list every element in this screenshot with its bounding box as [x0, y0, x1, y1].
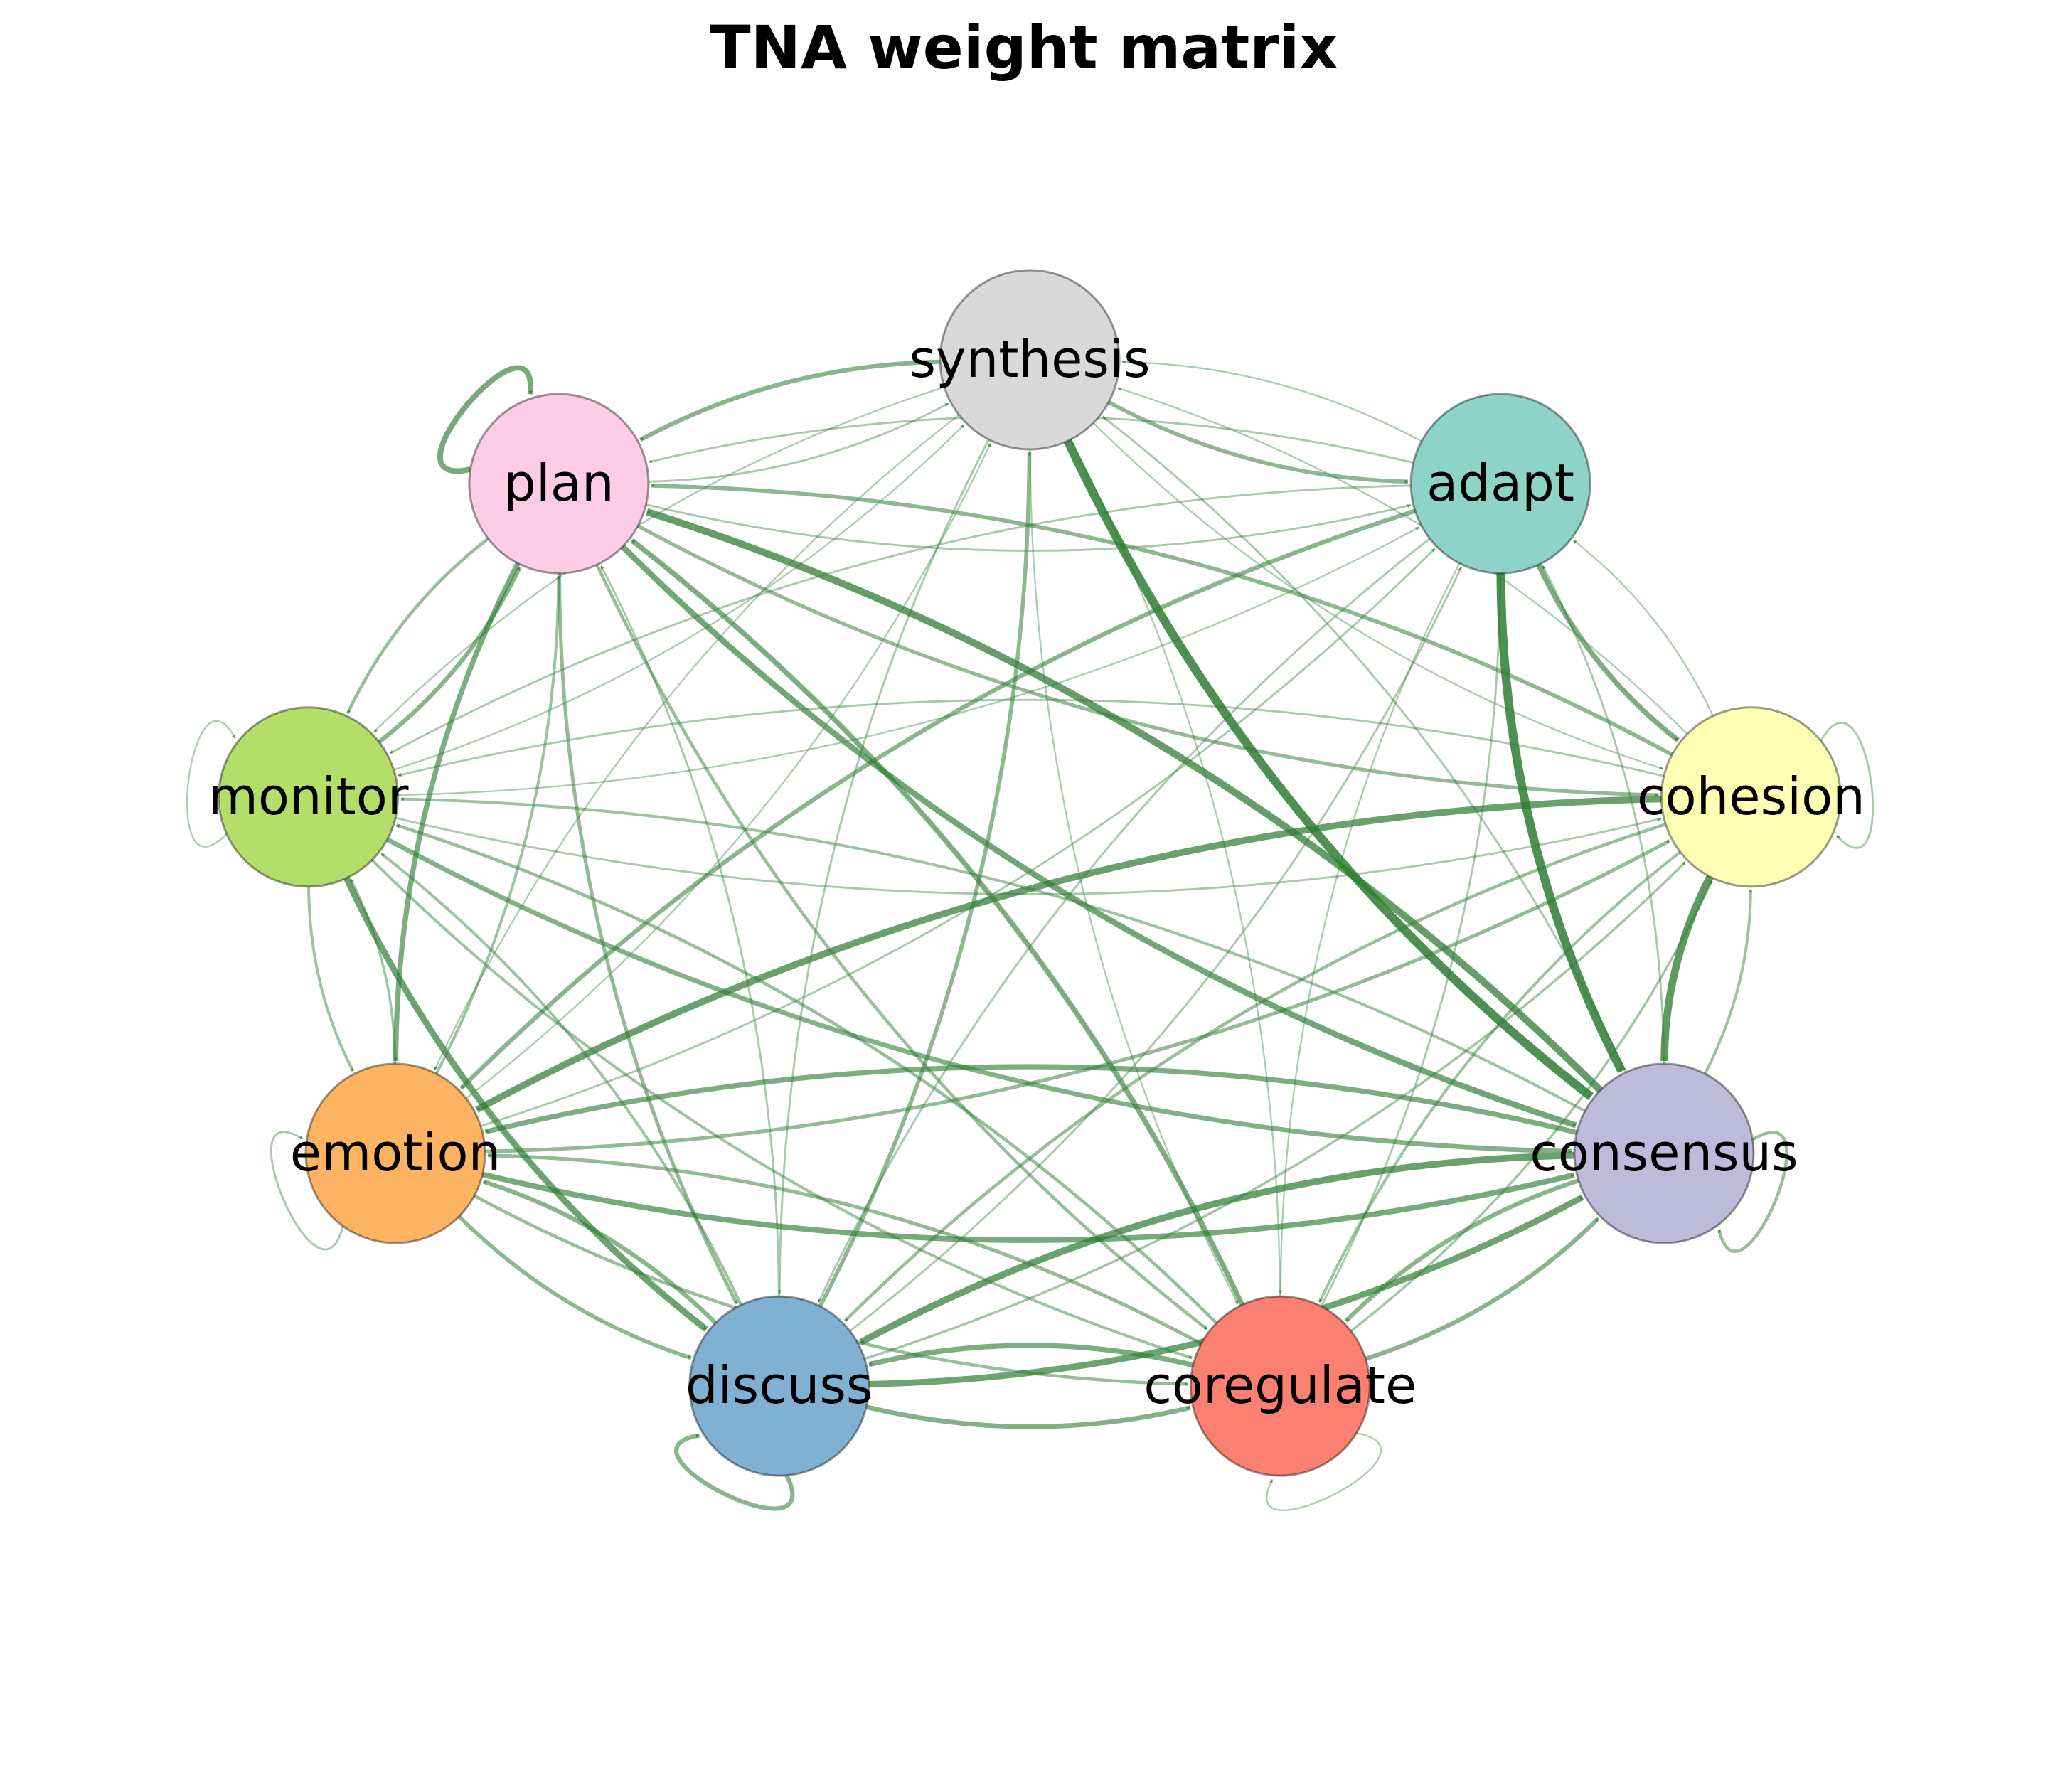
node-circle-plan: [468, 393, 650, 575]
node-label-plan: plan: [503, 453, 614, 513]
node-monitor: monitor: [208, 706, 409, 888]
edge-synthesis-to-emotion: [434, 414, 960, 1070]
edge-plan-to-coregulate: [595, 564, 1209, 1331]
edge-emotion-to-synthesis: [465, 443, 991, 1099]
node-discuss: discuss: [686, 1295, 873, 1477]
edge-plan-to-cohesion: [636, 524, 1659, 797]
edge-cohesion-to-monitor: [398, 698, 1665, 777]
edge-plan-to-discuss: [557, 573, 739, 1305]
edge-plan-to-emotion: [393, 562, 521, 1062]
edge-adapt-to-coregulate: [1279, 562, 1461, 1294]
node-circle-monitor: [218, 706, 400, 888]
node-circle-consensus: [1573, 1062, 1755, 1244]
edge-coregulate-to-monitor: [395, 823, 1218, 1325]
edge-consensus-to-synthesis: [1102, 415, 1627, 1073]
node-cohesion: cohesion: [1637, 706, 1865, 888]
edge-emotion-to-consensus: [481, 1171, 1575, 1243]
node-label-cohesion: cohesion: [1637, 767, 1865, 826]
edge-consensus-to-adapt: [1542, 565, 1665, 1065]
node-adapt: adapt: [1409, 393, 1591, 575]
node-label-synthesis: synthesis: [910, 329, 1151, 389]
node-circle-discuss: [688, 1295, 870, 1477]
edge-discuss-to-adapt: [849, 567, 1463, 1332]
edge-monitor-to-monitor: [186, 720, 236, 848]
edge-coregulate-to-synthesis: [1071, 442, 1281, 1297]
edge-coregulate-to-emotion: [487, 1153, 1202, 1345]
edge-emotion-to-emotion: [270, 1131, 344, 1251]
edge-cohesion-to-plan: [651, 484, 1673, 757]
edge-adapt-to-cohesion: [1536, 563, 1680, 742]
edge-monitor-to-plan: [378, 566, 522, 744]
edge-emotion-to-discuss: [457, 1215, 692, 1360]
node-circle-synthesis: [939, 269, 1121, 451]
node-label-consensus: consensus: [1530, 1123, 1798, 1183]
nodes-layer: synthesis adapt cohesion consensus coregulat…: [208, 269, 1865, 1477]
edge-coregulate-to-plan: [630, 538, 1245, 1306]
edge-discuss-to-synthesis: [818, 452, 1032, 1308]
edge-cohesion-to-cohesion: [1820, 721, 1874, 849]
edge-cohesion-to-coregulate: [1318, 850, 1682, 1303]
node-circle-cohesion: [1660, 706, 1842, 888]
edge-monitor-to-emotion: [307, 886, 355, 1072]
edge-plan-to-monitor: [346, 537, 489, 715]
edge-consensus-to-consensus: [1717, 1131, 1788, 1253]
edge-synthesis-to-adapt: [1107, 400, 1409, 484]
edge-coregulate-to-coregulate: [1266, 1432, 1382, 1511]
node-label-adapt: adapt: [1426, 453, 1574, 513]
node-synthesis: synthesis: [910, 269, 1151, 451]
edge-discuss-to-emotion: [482, 1179, 718, 1325]
edge-coregulate-to-consensus: [1365, 1217, 1600, 1361]
edge-discuss-to-coregulate: [865, 1404, 1191, 1429]
edge-monitor-to-cohesion: [395, 816, 1662, 895]
edge-adapt-to-monitor: [389, 484, 1412, 754]
edge-monitor-to-adapt: [398, 526, 1420, 796]
edge-monitor-to-consensus: [386, 837, 1572, 1154]
edge-synthesis-to-discuss: [777, 439, 990, 1294]
edges-layer: [186, 359, 1874, 1511]
edge-plan-to-consensus: [620, 544, 1577, 1129]
edge-adapt-to-discuss: [817, 538, 1431, 1303]
node-plan: plan: [468, 393, 650, 575]
edge-emotion-to-plan: [434, 575, 560, 1074]
node-coregulate: coregulate: [1143, 1295, 1417, 1477]
edge-consensus-to-coregulate: [1344, 1178, 1579, 1323]
edge-discuss-to-discuss: [674, 1433, 795, 1511]
node-circle-coregulate: [1189, 1295, 1371, 1477]
edge-adapt-to-consensus: [1496, 573, 1626, 1074]
edge-emotion-to-cohesion: [484, 839, 1671, 1153]
edge-plan-to-adapt: [646, 503, 1412, 552]
edge-synthesis-to-consensus: [1064, 439, 1594, 1101]
edge-coregulate-to-adapt: [1320, 575, 1503, 1307]
node-circle-adapt: [1409, 393, 1591, 575]
edge-monitor-to-synthesis: [393, 424, 965, 771]
edge-cohesion-to-consensus: [1660, 875, 1714, 1062]
node-label-coregulate: coregulate: [1143, 1355, 1417, 1415]
edge-consensus-to-cohesion: [1703, 889, 1753, 1074]
edge-adapt-to-synthesis: [1121, 360, 1422, 442]
node-label-monitor: monitor: [208, 767, 409, 826]
edge-synthesis-to-plan: [639, 359, 941, 442]
edge-monitor-to-coregulate: [370, 859, 1193, 1360]
edge-emotion-to-adapt: [480, 548, 1436, 1127]
edge-plan-to-synthesis: [648, 402, 949, 483]
edge-monitor-to-discuss: [343, 876, 708, 1332]
edge-consensus-to-monitor: [400, 797, 1586, 1113]
node-label-emotion: emotion: [290, 1123, 501, 1183]
node-emotion: emotion: [290, 1062, 501, 1244]
edge-plan-to-plan: [437, 365, 533, 474]
edge-cohesion-to-discuss: [843, 823, 1667, 1323]
edge-discuss-to-cohesion: [864, 861, 1687, 1360]
edge-cohesion-to-adapt: [1572, 539, 1714, 717]
page-title: TNA weight matrix: [710, 13, 1338, 82]
edge-consensus-to-plan: [646, 508, 1603, 1093]
node-consensus: consensus: [1530, 1062, 1798, 1244]
edge-discuss-to-plan: [600, 565, 780, 1297]
edge-consensus-to-discuss: [859, 1151, 1575, 1345]
edge-synthesis-to-cohesion: [1092, 422, 1663, 770]
node-circle-emotion: [304, 1062, 486, 1244]
node-label-discuss: discuss: [686, 1355, 873, 1415]
edge-adapt-to-emotion: [459, 508, 1416, 1090]
